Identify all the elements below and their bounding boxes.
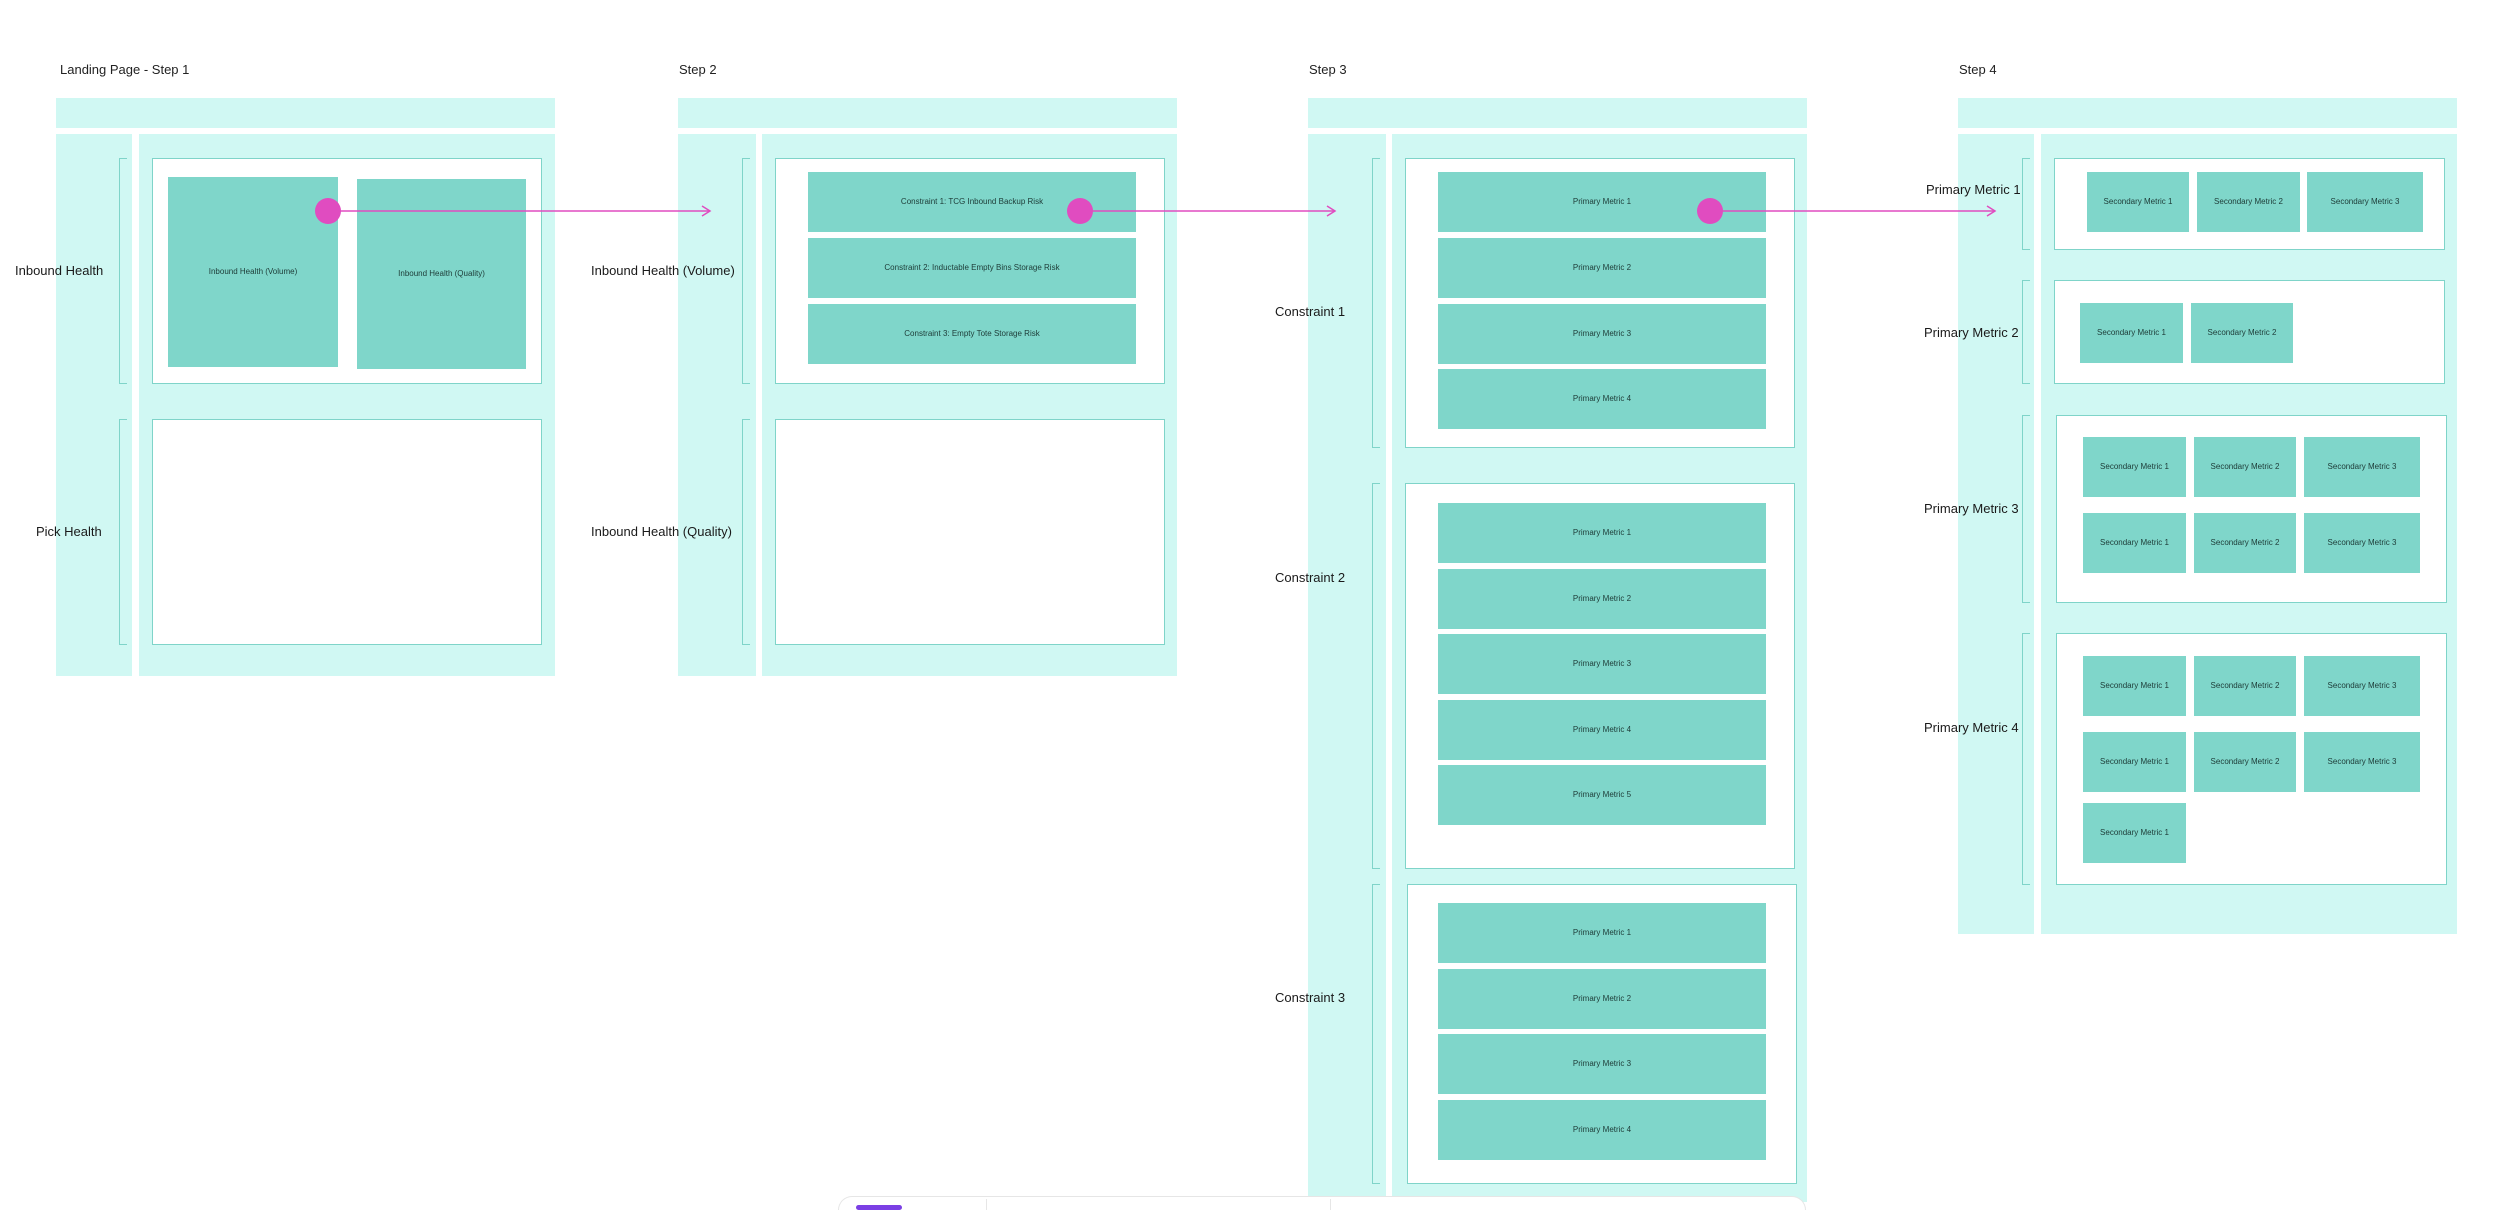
step1-bracket-1	[119, 158, 127, 384]
step2-label-quality: Inbound Health (Quality)	[591, 524, 732, 539]
step4-tile-secondary-metric[interactable]: Secondary Metric 2	[2194, 513, 2296, 573]
step3-tile-primary-metric[interactable]: Primary Metric 4	[1438, 700, 1766, 760]
step4-label-primary-metric-2: Primary Metric 2	[1924, 325, 2019, 340]
toolbar-separator	[1330, 1199, 1331, 1210]
step4-tile-secondary-metric[interactable]: Secondary Metric 1	[2083, 803, 2186, 863]
step4-side-panel	[1958, 134, 2034, 934]
connector-dot-1[interactable]	[315, 198, 341, 224]
step3-bracket-1	[1372, 158, 1380, 448]
step2-bracket-1	[742, 158, 750, 384]
step4-tile-secondary-metric[interactable]: Secondary Metric 1	[2083, 437, 2186, 497]
step4-tile-secondary-metric[interactable]: Secondary Metric 3	[2307, 172, 2423, 232]
step4-title: Step 4	[1959, 62, 1997, 77]
toolbar-active-tool-icon[interactable]	[856, 1205, 902, 1210]
step4-tile-secondary-metric[interactable]: Secondary Metric 1	[2080, 303, 2183, 363]
step2-header-bar	[678, 98, 1177, 128]
step4-header-bar	[1958, 98, 2457, 128]
step4-bracket-2	[2022, 280, 2030, 384]
step3-label-constraint-2: Constraint 2	[1275, 570, 1346, 585]
step4-bracket-4	[2022, 633, 2030, 885]
step3-tile-primary-metric[interactable]: Primary Metric 2	[1438, 569, 1766, 629]
step3-tile-primary-metric[interactable]: Primary Metric 2	[1438, 969, 1766, 1029]
arrowhead-icon	[1986, 205, 1997, 217]
bottom-toolbar[interactable]	[838, 1196, 1806, 1210]
step4-tile-secondary-metric[interactable]: Secondary Metric 1	[2083, 513, 2186, 573]
step1-title: Landing Page - Step 1	[60, 62, 190, 77]
step3-tile-primary-metric[interactable]: Primary Metric 1	[1438, 903, 1766, 963]
step4-label-primary-metric-1: Primary Metric 1	[1926, 182, 2021, 197]
step1-tile-volume[interactable]: Inbound Health (Volume)	[168, 177, 338, 367]
toolbar-separator	[986, 1199, 987, 1210]
step2-card-2	[775, 419, 1165, 645]
step3-side-panel	[1308, 134, 1386, 1202]
step3-bracket-3	[1372, 884, 1380, 1184]
step3-tile-primary-metric[interactable]: Primary Metric 2	[1438, 238, 1766, 298]
step3-label-constraint-3: Constraint 3	[1275, 990, 1346, 1005]
step4-bracket-1	[2022, 158, 2030, 250]
step1-label-pick-health: Pick Health	[36, 524, 102, 539]
step4-label-primary-metric-3: Primary Metric 3	[1924, 501, 2019, 516]
connector-dot-3[interactable]	[1697, 198, 1723, 224]
step3-tile-primary-metric[interactable]: Primary Metric 3	[1438, 1034, 1766, 1094]
step3-header-bar	[1308, 98, 1807, 128]
step2-tile-constraint-3[interactable]: Constraint 3: Empty Tote Storage Risk	[808, 304, 1136, 364]
arrowhead-icon	[701, 205, 712, 217]
step3-tile-primary-metric[interactable]: Primary Metric 3	[1438, 634, 1766, 694]
step2-tile-constraint-2[interactable]: Constraint 2: Inductable Empty Bins Stor…	[808, 238, 1136, 298]
step3-tile-primary-metric[interactable]: Primary Metric 3	[1438, 304, 1766, 364]
step3-tile-primary-metric[interactable]: Primary Metric 1	[1438, 503, 1766, 563]
step1-header-bar	[56, 98, 555, 128]
step3-label-constraint-1: Constraint 1	[1275, 304, 1346, 319]
step2-bracket-2	[742, 419, 750, 645]
step4-tile-secondary-metric[interactable]: Secondary Metric 2	[2191, 303, 2293, 363]
step2-side-panel	[678, 134, 756, 676]
step3-tile-primary-metric[interactable]: Primary Metric 4	[1438, 1100, 1766, 1160]
step1-label-inbound-health: Inbound Health	[15, 263, 104, 278]
step1-bracket-2	[119, 419, 127, 645]
connector-dot-2[interactable]	[1067, 198, 1093, 224]
step4-bracket-3	[2022, 415, 2030, 603]
step4-tile-secondary-metric[interactable]: Secondary Metric 2	[2194, 732, 2296, 792]
step4-tile-secondary-metric[interactable]: Secondary Metric 3	[2304, 513, 2420, 573]
step2-label-volume: Inbound Health (Volume)	[591, 263, 735, 278]
step1-card-2	[152, 419, 542, 645]
step4-tile-secondary-metric[interactable]: Secondary Metric 2	[2197, 172, 2300, 232]
step4-tile-secondary-metric[interactable]: Secondary Metric 3	[2304, 656, 2420, 716]
step3-bracket-2	[1372, 483, 1380, 869]
step2-title: Step 2	[679, 62, 717, 77]
step4-tile-secondary-metric[interactable]: Secondary Metric 3	[2304, 437, 2420, 497]
step4-label-primary-metric-4: Primary Metric 4	[1924, 720, 2019, 735]
step4-tile-secondary-metric[interactable]: Secondary Metric 3	[2304, 732, 2420, 792]
step4-tile-secondary-metric[interactable]: Secondary Metric 2	[2194, 437, 2296, 497]
arrowhead-icon	[1326, 205, 1337, 217]
step3-title: Step 3	[1309, 62, 1347, 77]
step4-tile-secondary-metric[interactable]: Secondary Metric 1	[2083, 656, 2186, 716]
step4-tile-secondary-metric[interactable]: Secondary Metric 1	[2087, 172, 2189, 232]
step3-tile-primary-metric[interactable]: Primary Metric 4	[1438, 369, 1766, 429]
step4-tile-secondary-metric[interactable]: Secondary Metric 2	[2194, 656, 2296, 716]
step4-tile-secondary-metric[interactable]: Secondary Metric 1	[2083, 732, 2186, 792]
step3-tile-primary-metric[interactable]: Primary Metric 5	[1438, 765, 1766, 825]
